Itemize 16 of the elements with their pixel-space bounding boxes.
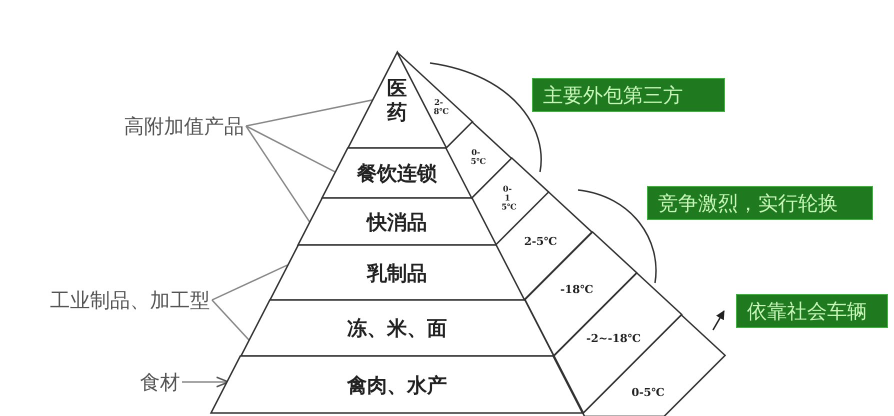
leader-line [245,126,310,222]
arrow [182,376,230,388]
pyramid-layer: 乳制品 [270,245,525,300]
leader-line [211,300,250,340]
highlight-box: 依靠社会车辆 [736,294,888,328]
category-label: 工业制品、加工型 [26,286,210,314]
pyramid-layer: 快消品 [298,198,496,245]
pyramid-layer: 禽肉、水产 [211,356,583,413]
leader-line [246,125,336,173]
category-label: 高附加值产品 [94,112,244,140]
leader-line [212,264,288,301]
category-label: 食材 [132,368,180,396]
highlight-box: 主要外包第三方 [532,78,725,112]
highlight-box: 竞争激烈，实行轮换 [647,186,873,220]
leader-line [246,99,372,127]
pyramid-layer: 冻、米、面 [240,300,554,356]
